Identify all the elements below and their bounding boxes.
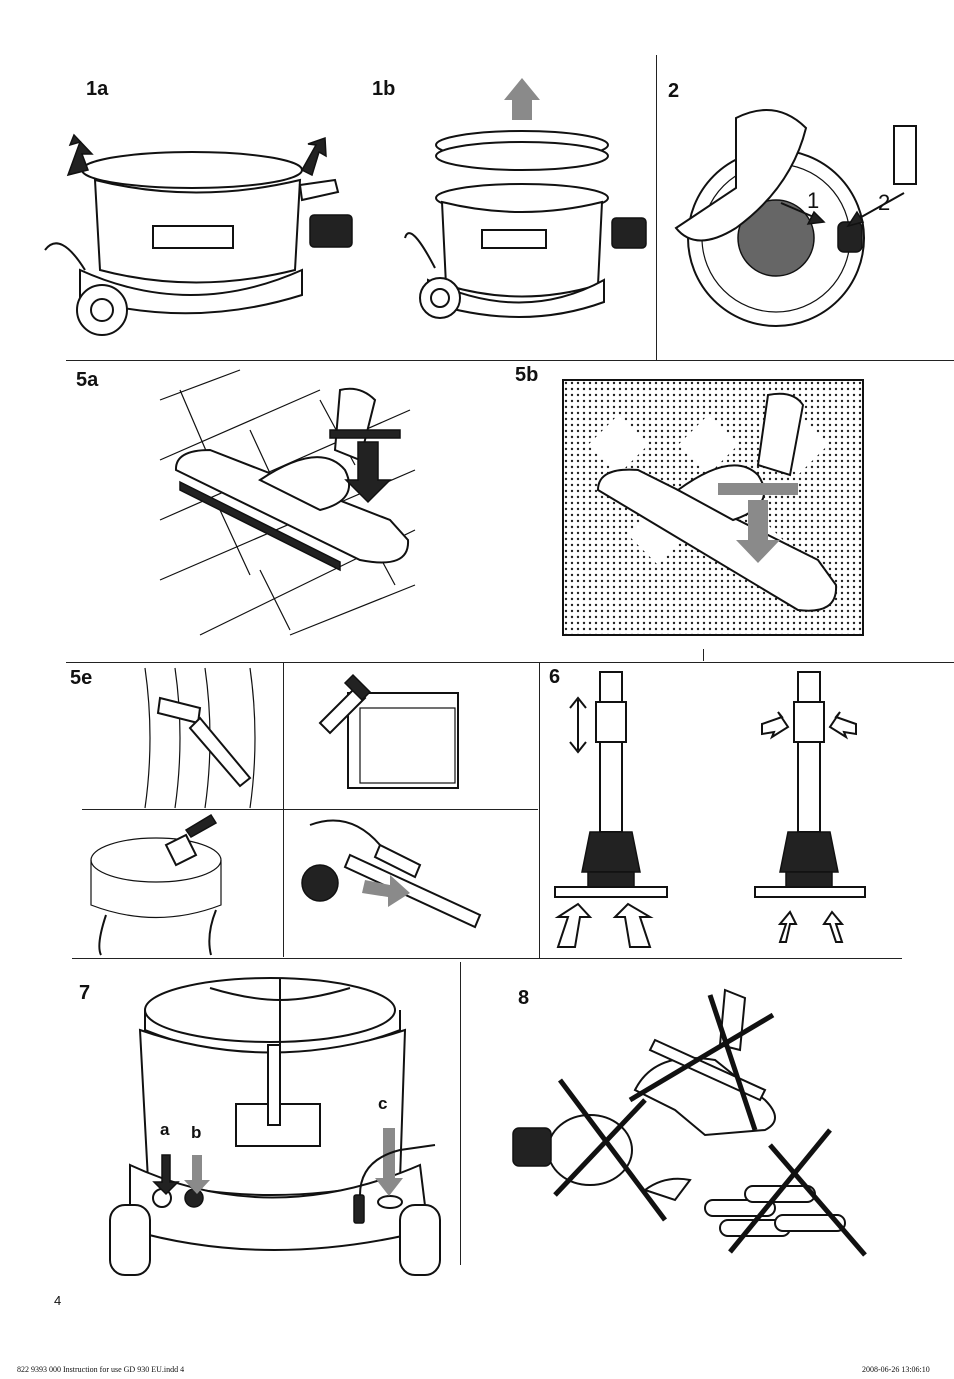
panel-label-5a: 5a: [76, 369, 99, 391]
panel-label-1a: 1a: [86, 78, 109, 100]
figure-6-telescopic-tube-illustration: [554, 671, 866, 948]
footer-timestamp: 2008-06-26 13:06:10: [862, 1365, 930, 1374]
figure-8-prohibited-items-illustration: [512, 988, 867, 1257]
figure-5e-frame-brush-illustration: [318, 673, 459, 789]
divider-row1: [66, 360, 954, 361]
figure-5e-hose-attachment-illustration: [301, 819, 482, 929]
divider-7-8: [460, 962, 461, 1265]
figure-5a-hard-floor-nozzle-illustration: [159, 369, 416, 636]
panel-label-1b: 1b: [372, 78, 396, 100]
figure-2-filter-illustration: [674, 109, 917, 327]
figure-2-callout-2: 2: [878, 190, 891, 215]
figure-7-label-c: c: [378, 1094, 388, 1113]
divider-5e-6: [539, 662, 540, 958]
figure-5e-curtain-brush-illustration: [144, 667, 256, 809]
panel-label-8: 8: [518, 987, 530, 1009]
panel-label-5e: 5e: [70, 667, 93, 689]
figure-7-vacuum-controls-illustration: [109, 977, 441, 1276]
divider-row3: [72, 958, 902, 959]
panel-label-5b: 5b: [515, 364, 539, 386]
figure-7-label-b: b: [191, 1123, 202, 1142]
page-number: 4: [54, 1293, 62, 1308]
figure-7-label-a: a: [160, 1120, 170, 1139]
figure-1b-lid-removal-illustration: [404, 78, 647, 319]
panel-label-2: 2: [668, 80, 680, 102]
figure-5b-carpet-nozzle-illustration: [562, 379, 864, 636]
divider-5e-horizontal: [82, 809, 538, 810]
divider-row2: [66, 662, 954, 663]
footer-file-info: 822 9393 000 Instruction for use GD 930 …: [17, 1365, 185, 1374]
figure-1a-vacuum-illustration: [44, 133, 353, 336]
tick-mark: [703, 649, 704, 661]
divider-top-vertical: [656, 55, 657, 360]
figure-2-callout-1: 1: [807, 188, 820, 213]
panel-label-6: 6: [549, 666, 561, 688]
figure-5e-furniture-brush-illustration: [90, 813, 222, 956]
panel-label-7: 7: [79, 982, 91, 1004]
